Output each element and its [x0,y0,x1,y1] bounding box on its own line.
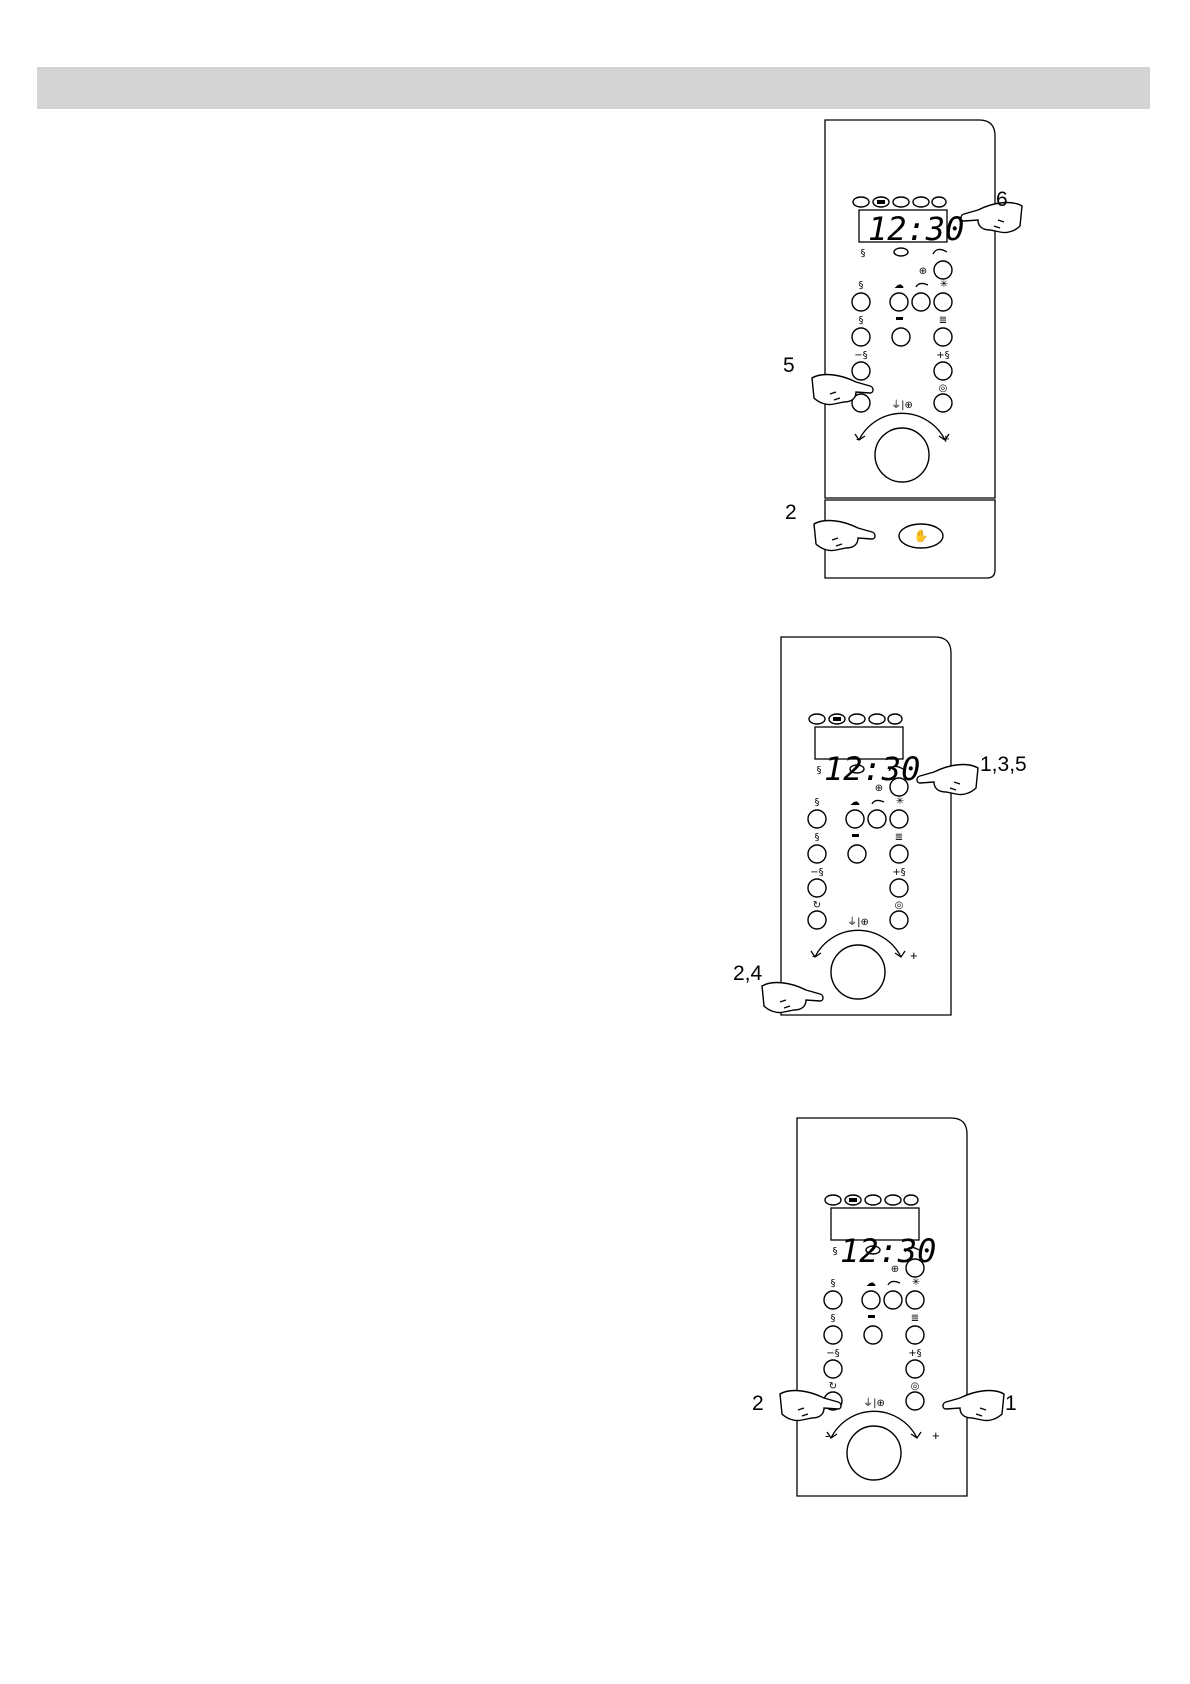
callout-label: 2 [785,501,797,524]
svg-text:-: - [856,431,860,446]
svg-text:-: - [825,1428,829,1443]
stop-hand-icon: ✋ [914,529,929,543]
svg-text:+: + [942,431,950,446]
callout-label: 2,4 [733,962,763,985]
display-time: 12:30 [868,210,964,248]
callout-label: 1,3,5 [980,753,1027,776]
display-time: 12:30 [824,750,920,788]
callout-label: 6 [996,188,1008,211]
svg-text:-: - [812,948,816,963]
svg-text:+: + [932,1428,940,1443]
display-time: 12:30 [840,1232,936,1270]
callout-label: 5 [783,354,795,377]
svg-text:+: + [910,948,918,963]
callout-label: 2 [752,1392,764,1415]
callout-label: 1 [1005,1392,1017,1415]
header-bar [37,67,1150,109]
door-open-button[interactable] [898,523,944,549]
